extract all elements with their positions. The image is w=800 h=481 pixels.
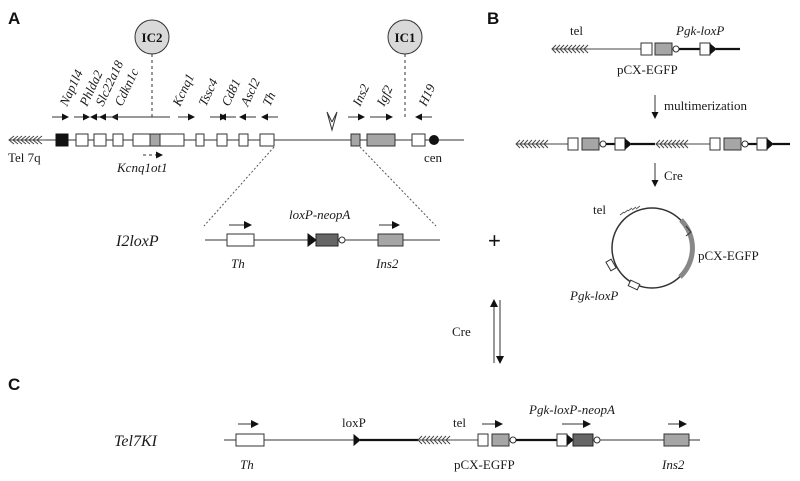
circle-pgk-label: Pgk-loxP [569,288,618,303]
c-tel-label: tel [453,415,466,430]
i2-ins2-exon [377,233,404,247]
th-exon [259,133,275,147]
cre-label-middle: Cre [452,324,471,339]
i2loxp-construct: I2loxP loxP-neopA Th Ins2 [115,207,440,271]
b-tel-label: tel [570,23,583,38]
b-pcx-egfp-label: pCX-EGFP [617,62,678,77]
polya-signal [338,236,346,244]
gene-label-ascl2: Ascl2 [237,75,263,109]
tel7ki-label: Tel7KI [114,433,158,450]
circle-pcx-label: pCX-EGFP [698,248,759,263]
gene-label-tssc4: Tssc4 [195,76,221,109]
c-loxp-label: loxP [342,415,366,430]
i2loxp-label: I2loxP [115,233,159,250]
insertion-site-marker [326,111,338,132]
gene-label-kcnq1: Kcnq1 [169,71,197,109]
ic1-label: IC1 [395,30,416,45]
ic1-marker: IC1 [387,19,423,118]
ascl2-exon [238,133,249,147]
c-cassette-label: Pgk-loxP-neopA [528,402,615,417]
i2-ins2-label: Ins2 [375,256,399,271]
c-loxp-site [353,433,361,447]
h19-exon [411,133,426,147]
gene-label-h19: H19 [415,81,439,109]
ins2-exon [350,133,361,147]
c-ins2-label: Ins2 [661,457,685,472]
chromosome-7-map [8,111,464,147]
panel-a-label: A [8,9,20,28]
i2-th-label: Th [231,256,245,271]
igf2-exon [366,133,396,147]
ic2-label: IC2 [142,30,163,45]
i2-th-exon [226,233,255,247]
tel7ki-construct: Tel7KI Th loxP tel pCX-EGFP Pgk-loxP-neo… [114,402,700,472]
gene-labels: Nap1l4 Phlda2 Slc22a18 Cdkn1c Kcnq1 Tssc… [56,58,439,110]
slc22a18-exon [93,133,107,147]
panel-c-label: C [8,375,20,394]
loxp-site [307,233,317,247]
kcnq1ot1-label: Kcnq1ot1 [116,160,168,175]
zoom-line-left [203,146,275,227]
gene-label-igf2: Igf2 [373,82,396,109]
ic2-marker: IC2 [134,19,170,118]
tssc4-exon [195,133,205,147]
kcnq1-exon-b [159,133,185,147]
cre-label-b: Cre [664,168,683,183]
kcnq1-ic2-region [149,133,161,147]
circular-vector: tel pCX-EGFP Pgk-loxP [569,202,759,303]
nap1l4-exon [55,133,69,147]
tel-7q-label: Tel 7q [8,150,41,165]
kcnq1-exon-a [132,133,151,147]
circle-tel-label: tel [593,202,606,217]
c-th-exon [235,433,265,447]
c-ins2-exon [663,433,690,447]
neo-cassette [315,233,339,247]
cre-recombination-arrows: Cre [452,299,504,364]
cen-label: cen [424,150,443,165]
telomere-repeats [8,135,46,145]
multimerized-vector [515,137,790,151]
panel-b-label: B [487,9,499,28]
c-pcx-egfp-label: pCX-EGFP [454,457,515,472]
gene-label-th: Th [259,89,278,108]
c-th-label: Th [240,457,254,472]
c-egfp-box [491,433,510,447]
c-neo-box [572,433,594,447]
multimerization-label: multimerization [664,98,748,113]
telomere-seeding-vector: tel Pgk-loxP pCX-EGFP [551,23,740,77]
cd81-exon [216,133,228,147]
plus-sign: + [488,228,501,253]
phlda2-exon [75,133,89,147]
cdkn1c-exon [112,133,124,147]
centromere-dot [429,135,439,145]
loxp-neopa-label: loxP-neopA [289,207,350,222]
b-pgk-loxp-label: Pgk-loxP [675,23,724,38]
gene-label-ins2: Ins2 [349,81,373,109]
